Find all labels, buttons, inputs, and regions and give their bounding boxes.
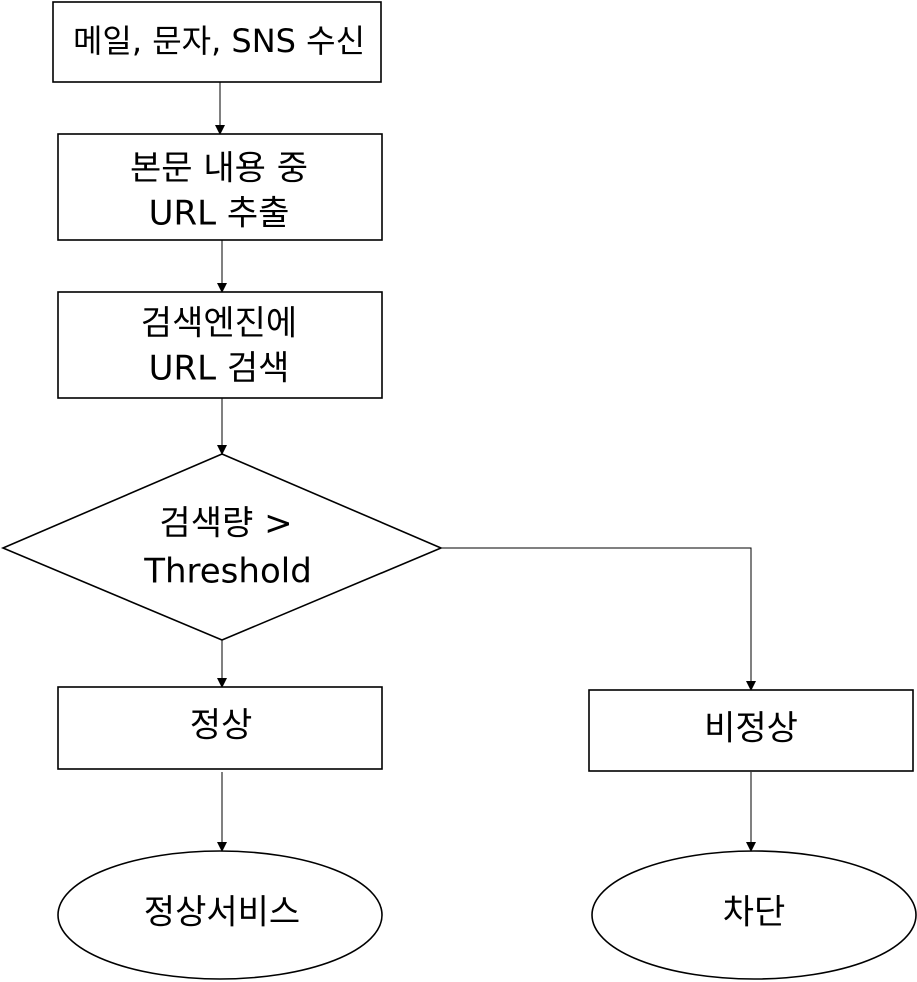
node-extract: 본문 내용 중 URL 추출 — [57, 133, 383, 241]
node-search: 검색엔진에 URL 검색 — [57, 291, 383, 399]
node-abnormal: 비정상 — [588, 689, 914, 772]
node-decision: 검색량 > Threshold — [0, 453, 444, 641]
node-search-label-line2: URL 검색 — [149, 349, 290, 389]
node-receive: 메일, 문자, SNS 수신 — [52, 1, 382, 83]
node-decision-label-line1: 검색량 > — [159, 504, 292, 544]
node-receive-label: 메일, 문자, SNS 수신 — [73, 22, 365, 60]
node-extract-label-line2: URL 추출 — [149, 194, 290, 234]
node-normal-service: 정상서비스 — [57, 850, 383, 980]
node-normal: 정상 — [57, 686, 383, 770]
node-normal-label: 정상 — [190, 706, 253, 746]
node-abnormal-label: 비정상 — [704, 709, 798, 749]
node-normal-service-label: 정상서비스 — [144, 893, 300, 933]
node-decision-label-line2: Threshold — [143, 552, 312, 592]
node-block: 차단 — [591, 850, 917, 980]
node-search-label-line1: 검색엔진에 — [141, 304, 297, 344]
node-block-label: 차단 — [723, 893, 786, 933]
node-extract-label-line1: 본문 내용 중 — [130, 149, 308, 189]
arrow-decision-to-abnormal — [441, 547, 756, 691]
